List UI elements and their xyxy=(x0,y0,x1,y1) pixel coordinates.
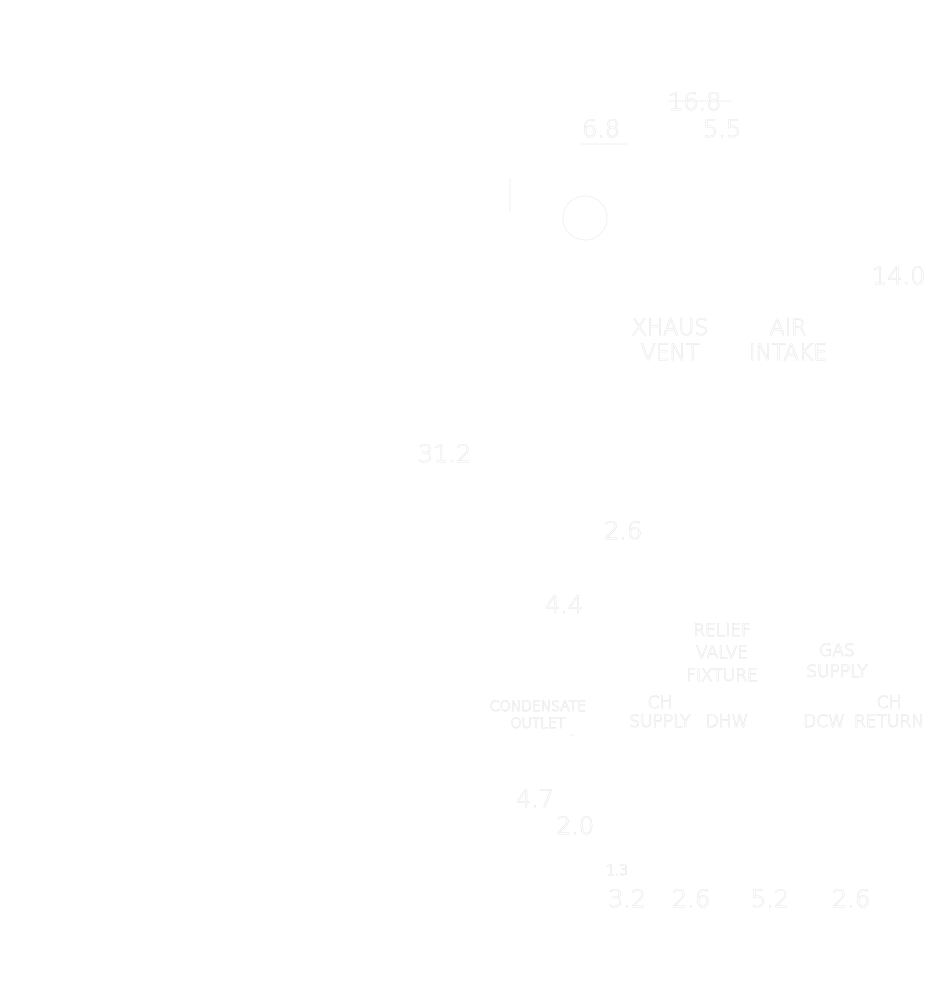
dim-bottom-a: 4.7 xyxy=(516,785,554,813)
flue-circle xyxy=(562,195,608,241)
label-gas-supply-line1: GAS xyxy=(819,641,855,661)
dim-mid-lower: 4.4 xyxy=(545,591,583,619)
dim-connection-3: 5.2 xyxy=(751,885,789,913)
dim-connection-4: 2.6 xyxy=(832,885,870,913)
dimension-values: 16.8 6.8 5.5 14.0 31.2 2.6 4.4 4.7 2.0 1… xyxy=(418,88,926,914)
dim-top-left: 6.8 xyxy=(582,115,620,143)
label-dcw: DCW xyxy=(803,712,845,732)
label-gas-supply-line2: SUPPLY xyxy=(806,662,867,682)
label-air-intake-line2: INTAKE xyxy=(749,341,827,366)
guide-lines xyxy=(509,100,732,736)
label-relief-valve-line2: VALVE xyxy=(696,643,748,663)
dim-mid-offset: 2.6 xyxy=(604,517,642,545)
dim-top-total: 16.8 xyxy=(668,88,721,116)
label-ch-return-line1: CH xyxy=(877,693,902,713)
label-condensate-line1: CONDENSATE xyxy=(490,699,586,715)
label-ch-supply-line2: SUPPLY xyxy=(629,712,690,732)
label-air-intake-line1: AIR xyxy=(770,316,807,341)
dim-right-offset: 14.0 xyxy=(872,262,925,290)
dim-height-total: 31.2 xyxy=(418,440,471,468)
dim-top-right: 5.5 xyxy=(703,115,741,143)
dim-connection-2: 2.6 xyxy=(672,885,710,913)
label-relief-valve-line1: RELIEF xyxy=(693,621,751,641)
label-dhw: DHW xyxy=(706,712,749,732)
label-relief-valve-line3: FIXTURE xyxy=(686,666,758,686)
dim-bottom-small: 1.3 xyxy=(606,863,628,879)
component-labels: XHAUS VENT AIR INTAKE RELIEF VALVE FIXTU… xyxy=(489,316,924,733)
label-ch-return-line2: RETURN xyxy=(854,712,924,732)
label-ch-supply-line1: CH xyxy=(648,693,673,713)
dim-bottom-b: 2.0 xyxy=(556,812,594,840)
label-condensate-line2: OUTLET xyxy=(510,716,565,732)
label-exhaust-vent-line2: VENT xyxy=(641,341,700,366)
label-exhaust-vent-line1: XHAUS xyxy=(632,316,709,341)
dim-connection-1: 3.2 xyxy=(608,885,646,913)
